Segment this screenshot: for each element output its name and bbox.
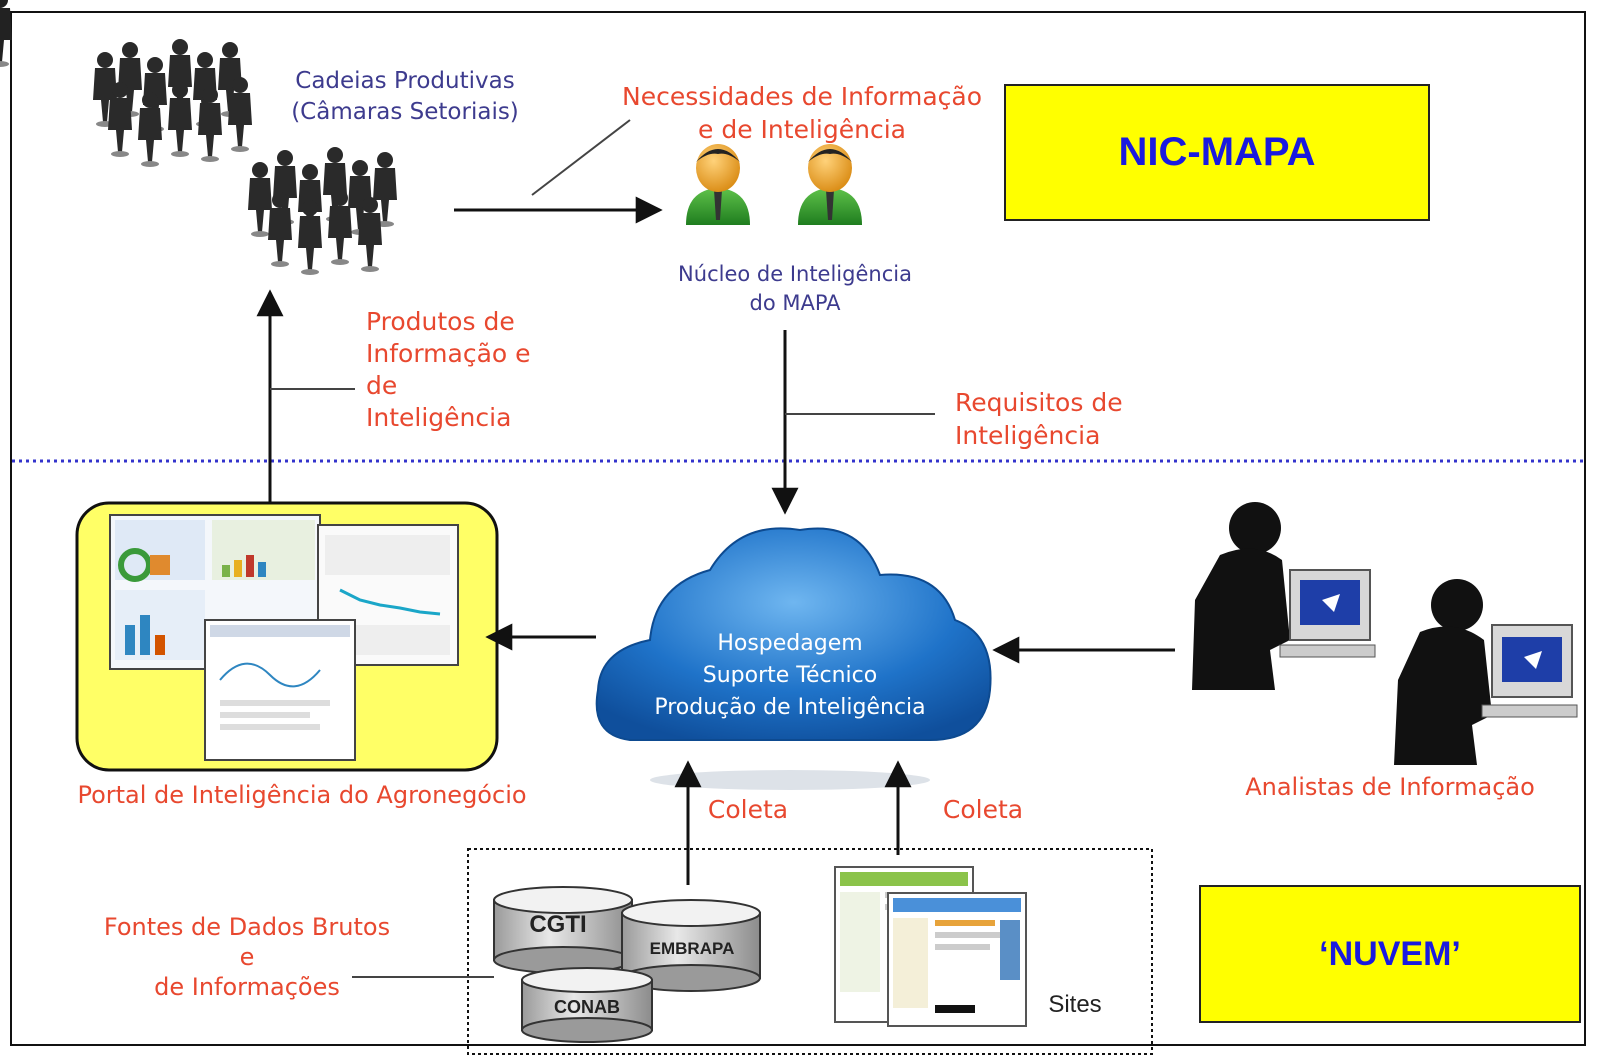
people-group-icon — [93, 39, 252, 167]
cadeias-label: Cadeias Produtivas (Câmaras Setoriais) — [291, 68, 519, 125]
analyst-computer-icon — [1394, 579, 1578, 765]
dashboard-screenshot-icon — [204, 619, 356, 761]
cloud-text-line-1: Hospedagem — [717, 631, 862, 656]
website-screenshot-icon — [887, 892, 1027, 1027]
nuvem-box: ‘NUVEM’ — [1199, 885, 1581, 1023]
coleta-left-label: Coleta — [707, 795, 789, 824]
leader-necessidades — [531, 119, 631, 196]
people-group-icon — [0, 0, 12, 67]
produtos-label: Produtos de Informação e de Inteligência — [366, 307, 531, 432]
sites-label: Sites — [1048, 991, 1102, 1018]
database-icon — [621, 899, 761, 992]
nic-mapa-box: NIC-MAPA — [1004, 84, 1430, 221]
sources-box — [467, 848, 1153, 1055]
person-avatar-icon — [798, 144, 862, 225]
coleta-right-label: Coleta — [942, 795, 1024, 824]
necessidades-label: Necessidades de Informação e de Inteligê… — [622, 82, 982, 144]
nuvem-title: ‘NUVEM’ — [1319, 934, 1461, 973]
cloud-text-line-2: Suporte Técnico — [703, 663, 877, 688]
requisitos-label: Requisitos de Inteligência — [955, 388, 1123, 450]
nic-mapa-title: NIC-MAPA — [1118, 130, 1316, 174]
cloud-text-line-3: Produção de Inteligência — [654, 695, 925, 720]
fontes-label: Fontes de Dados Brutos e de Informações — [103, 913, 391, 1001]
db-label-cgti: CGTI — [529, 911, 586, 938]
people-group-icon — [248, 147, 397, 275]
database-icon — [521, 967, 653, 1043]
database-icon — [493, 886, 633, 974]
analyst-computer-icon — [1192, 502, 1376, 690]
db-label-embrapa: EMBRAPA — [650, 939, 735, 958]
analistas-label: Analistas de Informação — [1245, 773, 1535, 801]
portal-label: Portal de Inteligência do Agronegócio — [77, 781, 527, 809]
person-avatar-icon — [686, 144, 750, 225]
nucleo-label: Núcleo de Inteligência do MAPA — [678, 262, 912, 315]
db-label-conab: CONAB — [554, 997, 620, 1017]
cloud-icon — [595, 527, 992, 790]
